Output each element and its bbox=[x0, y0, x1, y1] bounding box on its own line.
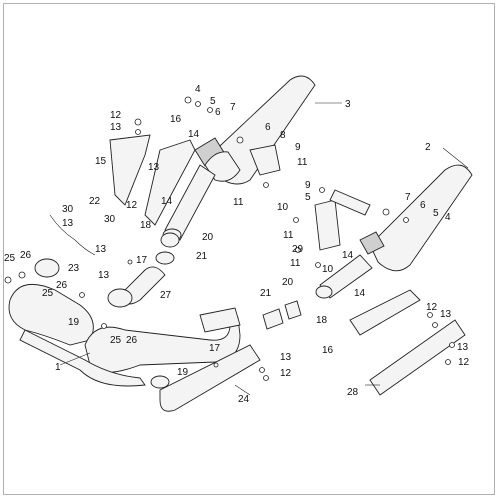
header-pipes bbox=[8, 258, 241, 387]
callout-13-top: 13 bbox=[110, 122, 122, 133]
callout-18-low: 18 bbox=[316, 315, 328, 326]
callout-12-mid: 12 bbox=[126, 200, 138, 211]
callout-5-right: 5 bbox=[305, 192, 311, 203]
tail-clamp bbox=[150, 375, 170, 389]
callout-11-mid: 11 bbox=[233, 197, 244, 208]
callout-18-top: 18 bbox=[140, 220, 152, 231]
bracket-arm bbox=[329, 189, 371, 216]
gasket-20-lower bbox=[284, 300, 302, 320]
callout-9-right: 9 bbox=[305, 180, 311, 191]
clamp-21-lower bbox=[262, 308, 284, 330]
callout-30-top: 30 bbox=[62, 204, 74, 215]
callout-13-mid: 13 bbox=[148, 162, 160, 173]
callout-13-low: 13 bbox=[98, 270, 110, 281]
callout-25-low: 25 bbox=[110, 335, 122, 346]
callout-5-right2: 5 bbox=[433, 208, 439, 219]
callout-12-right2: 12 bbox=[458, 357, 470, 368]
callout-11-top: 11 bbox=[297, 157, 308, 168]
callout-24: 24 bbox=[238, 394, 250, 405]
callout-7-top: 7 bbox=[230, 102, 236, 113]
callout-13-bottom: 13 bbox=[280, 352, 292, 363]
callout-9-top: 9 bbox=[295, 142, 301, 153]
callout-6-right: 6 bbox=[420, 200, 426, 211]
callout-20-top: 20 bbox=[202, 232, 214, 243]
callout-25-mid: 25 bbox=[42, 288, 54, 299]
header-flange-right bbox=[107, 288, 133, 308]
callout-14-mid: 14 bbox=[161, 196, 173, 207]
callout-12-bottom: 12 bbox=[280, 368, 292, 379]
callout-14-top: 14 bbox=[188, 129, 200, 140]
callout-3: 3 bbox=[345, 99, 351, 110]
callout-4-right: 4 bbox=[445, 212, 451, 223]
clamp-21-upper bbox=[155, 251, 175, 265]
callout-13-left: 13 bbox=[62, 218, 74, 229]
callout-14-right2: 14 bbox=[354, 288, 366, 299]
fasteners bbox=[4, 96, 455, 381]
callout-5-top: 5 bbox=[210, 96, 216, 107]
muffler-lower bbox=[359, 164, 473, 272]
pipe-end-lower bbox=[315, 285, 333, 299]
callout-19-low: 19 bbox=[177, 367, 189, 378]
callout-13-right: 13 bbox=[440, 309, 452, 320]
callout-29: 29 bbox=[292, 244, 304, 255]
callout-26-low: 26 bbox=[126, 335, 138, 346]
callout-17-top: 17 bbox=[136, 255, 148, 266]
callout-13-right2: 13 bbox=[457, 342, 469, 353]
callout-14-right: 14 bbox=[342, 250, 354, 261]
heat-shield-28 bbox=[369, 319, 466, 396]
callout-15: 15 bbox=[95, 156, 107, 167]
callout-labels: 3 2 4 5 6 7 6 8 9 11 12 13 16 14 15 13 1… bbox=[4, 84, 470, 405]
callout-7-right: 7 bbox=[405, 192, 411, 203]
callout-10-mid: 10 bbox=[322, 264, 334, 275]
callout-22: 22 bbox=[89, 196, 101, 207]
callout-26-left: 26 bbox=[20, 250, 32, 261]
callout-12-top: 12 bbox=[110, 110, 122, 121]
bracket-upper bbox=[249, 144, 281, 176]
callout-30-mid: 30 bbox=[104, 214, 116, 225]
callout-21-top: 21 bbox=[196, 251, 208, 262]
callout-11-mid2: 11 bbox=[283, 230, 294, 241]
callout-27: 27 bbox=[160, 290, 172, 301]
callout-28: 28 bbox=[347, 387, 359, 398]
callout-25-left: 25 bbox=[4, 253, 16, 264]
heat-shield-left bbox=[109, 134, 151, 206]
gasket-20-upper bbox=[160, 232, 180, 248]
callout-11-low: 11 bbox=[290, 258, 301, 269]
bracket-lower bbox=[314, 199, 341, 251]
callout-1: 1 bbox=[55, 362, 61, 373]
callout-8: 8 bbox=[280, 130, 286, 141]
callout-26-mid: 26 bbox=[56, 280, 68, 291]
heat-shield-upper bbox=[144, 139, 196, 226]
callout-6-mid: 6 bbox=[265, 122, 271, 133]
callout-12-right: 12 bbox=[426, 302, 438, 313]
callout-4-top: 4 bbox=[195, 84, 201, 95]
callout-23: 23 bbox=[68, 263, 80, 274]
callout-19-mid: 19 bbox=[68, 317, 80, 328]
sensor-wire bbox=[49, 214, 96, 256]
callout-21-low: 21 bbox=[260, 288, 272, 299]
callout-10-top: 10 bbox=[277, 202, 289, 213]
callout-16-right: 16 bbox=[322, 345, 334, 356]
callout-17-low: 17 bbox=[209, 343, 221, 354]
callout-16-top: 16 bbox=[170, 114, 182, 125]
heat-shield-right bbox=[349, 289, 421, 336]
callout-2: 2 bbox=[425, 142, 431, 153]
callout-6-top: 6 bbox=[215, 107, 221, 118]
header-flange-left bbox=[34, 258, 60, 278]
leader-lines bbox=[59, 102, 469, 396]
tail-pipe bbox=[159, 344, 261, 412]
callout-20-low: 20 bbox=[282, 277, 294, 288]
callout-13-left2: 13 bbox=[95, 244, 107, 255]
